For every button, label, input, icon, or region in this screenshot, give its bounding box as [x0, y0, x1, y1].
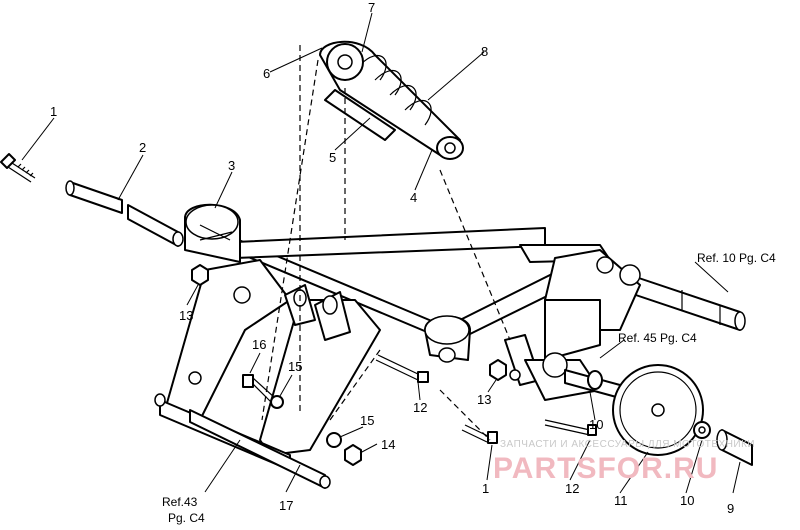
center-mount-cup [424, 315, 471, 363]
part-9-bushing [716, 429, 753, 466]
part-10-washers [587, 370, 711, 439]
front-swing-arm [154, 259, 381, 489]
callout-13-right: 13 [477, 392, 491, 407]
part-11-idler-wheel [564, 364, 704, 456]
callout-2: 2 [139, 140, 146, 155]
callout-8: 8 [481, 44, 488, 59]
callout-9: 9 [727, 501, 734, 516]
ref-10-label: Ref. 10 Pg. C4 [697, 251, 776, 265]
part-3-mount-cup [184, 203, 241, 263]
part-2-spacer-tubes [65, 180, 184, 247]
callout-7: 7 [368, 0, 375, 15]
callout-17: 17 [279, 498, 293, 513]
callout-3: 3 [228, 158, 235, 173]
callout-13-left: 13 [179, 308, 193, 323]
callout-10-upper: 10 [589, 417, 603, 432]
callout-12-left: 12 [413, 400, 427, 415]
callout-15-upper: 15 [288, 359, 302, 374]
ref-43-label-line2: Pg. C4 [168, 511, 205, 525]
part-13-nuts [191, 264, 507, 381]
callout-11: 11 [614, 493, 628, 508]
shock-absorber [319, 40, 464, 160]
callout-numbers: 1 2 3 4 5 6 7 8 9 10 10 11 12 12 13 13 1… [50, 0, 734, 516]
callout-16: 16 [252, 337, 266, 352]
watermark-tagline: ЗАПЧАСТИ И АКСЕССУАРЫ ДЛЯ МОТОТЕХНИКИ [500, 439, 755, 450]
callout-5: 5 [329, 150, 336, 165]
callout-4: 4 [410, 190, 417, 205]
part-1-bolt-bottom [461, 424, 498, 444]
watermark-logo: PARTSFOR.RU [493, 452, 718, 485]
ref-45-label: Ref. 45 Pg. C4 [618, 331, 697, 345]
watermark: ЗАПЧАСТИ И АКСЕССУАРЫ ДЛЯ МОТОТЕХНИКИ PA… [493, 439, 755, 485]
callout-1-top: 1 [50, 104, 57, 119]
callout-14: 14 [381, 437, 395, 452]
alignment-lines [261, 45, 511, 441]
callout-10-lower: 10 [680, 493, 694, 508]
callout-12-right: 12 [565, 481, 579, 496]
part-1-bolt-top [0, 153, 36, 183]
rear-bracket-plates [544, 249, 641, 361]
callout-15-lower: 15 [360, 413, 374, 428]
part-12-bolts [375, 354, 597, 436]
reference-labels: Ref. 10 Pg. C4 Ref. 45 Pg. C4 Ref.43 Pg.… [162, 251, 776, 525]
ref-43-label-line1: Ref.43 [162, 495, 198, 509]
callout-6: 6 [263, 66, 270, 81]
rear-link-bracket [504, 334, 601, 401]
callout-1-bottom: 1 [482, 481, 489, 496]
leader-lines [21, 12, 741, 494]
part-16-15-14-hardware [242, 374, 362, 466]
